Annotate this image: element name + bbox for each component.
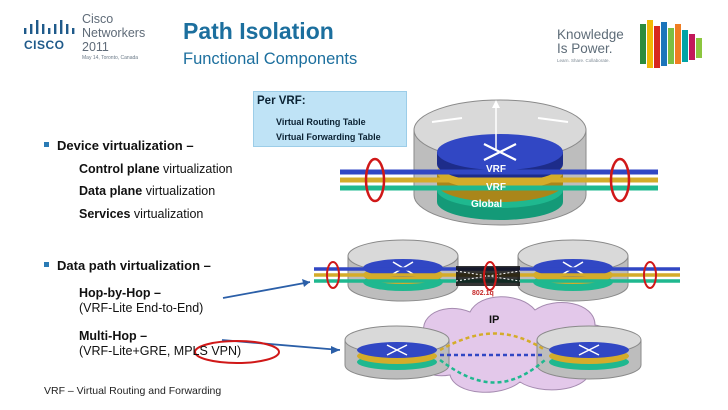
per-vrf-forwarding-table: Virtual Forwarding Table xyxy=(276,132,381,142)
hop-by-hop-pointer xyxy=(222,281,311,299)
event-date: May 14, Toronto, Canada xyxy=(82,55,139,61)
mpls-vpn-highlight xyxy=(194,340,280,364)
isolation-ring-hop-right xyxy=(643,261,657,289)
router-label-vrf-1: VRF xyxy=(486,164,506,175)
partner-subtext: Learn. Share. Collaborate. xyxy=(557,58,610,63)
slide-title: Path Isolation xyxy=(183,18,334,44)
isolation-ring-left xyxy=(364,157,386,203)
device-virt-item-control-plane: Control plane virtualization xyxy=(79,162,233,176)
bullet-marker xyxy=(44,262,49,268)
footnote: VRF – Virtual Routing and Forwarding xyxy=(44,385,222,397)
bullet-marker xyxy=(44,142,49,148)
bullet-device-virtualization: Device virtualization – xyxy=(44,138,194,153)
data-path-hop-by-hop: Hop-by-Hop –(VRF-Lite End-to-End) xyxy=(79,286,204,315)
slide-subtitle: Functional Components xyxy=(183,50,358,68)
partner-tagline: Knowledge Is Power. xyxy=(557,27,624,56)
isolation-ring-right xyxy=(609,157,631,203)
cisco-logo xyxy=(24,20,75,34)
router-label-vrf-2: VRF xyxy=(486,182,506,193)
bullet-data-path-virtualization: Data path virtualization – xyxy=(44,258,211,273)
router-label-global: Global xyxy=(471,199,503,210)
event-name: Cisco Networkers 2011 xyxy=(82,12,146,54)
per-vrf-title: Per VRF: xyxy=(257,95,306,107)
isolation-ring-hop-left xyxy=(326,261,340,289)
core-router-links xyxy=(340,169,658,191)
per-vrf-routing-table: Virtual Routing Table xyxy=(276,117,366,127)
device-virt-item-services: Services virtualization xyxy=(79,207,204,221)
cloud-label-ip: IP xyxy=(489,314,500,326)
multi-hop-tunnels xyxy=(439,332,546,384)
device-virt-item-data-plane: Data plane virtualization xyxy=(79,184,216,198)
mhop-router-left xyxy=(344,325,450,380)
per-vrf-box: Per VRF: Virtual Routing Table Virtual F… xyxy=(253,91,407,147)
isolation-ring-hop-mid xyxy=(483,261,497,291)
link-label-802-1q: 802.1q xyxy=(472,290,494,297)
knowledge-is-power-logo xyxy=(640,20,702,68)
data-path-multi-hop: Multi-Hop –(VRF-Lite+GRE, MPLS VPN) xyxy=(79,329,242,358)
mhop-router-right xyxy=(536,325,642,380)
cisco-wordmark: CISCO xyxy=(24,38,65,52)
